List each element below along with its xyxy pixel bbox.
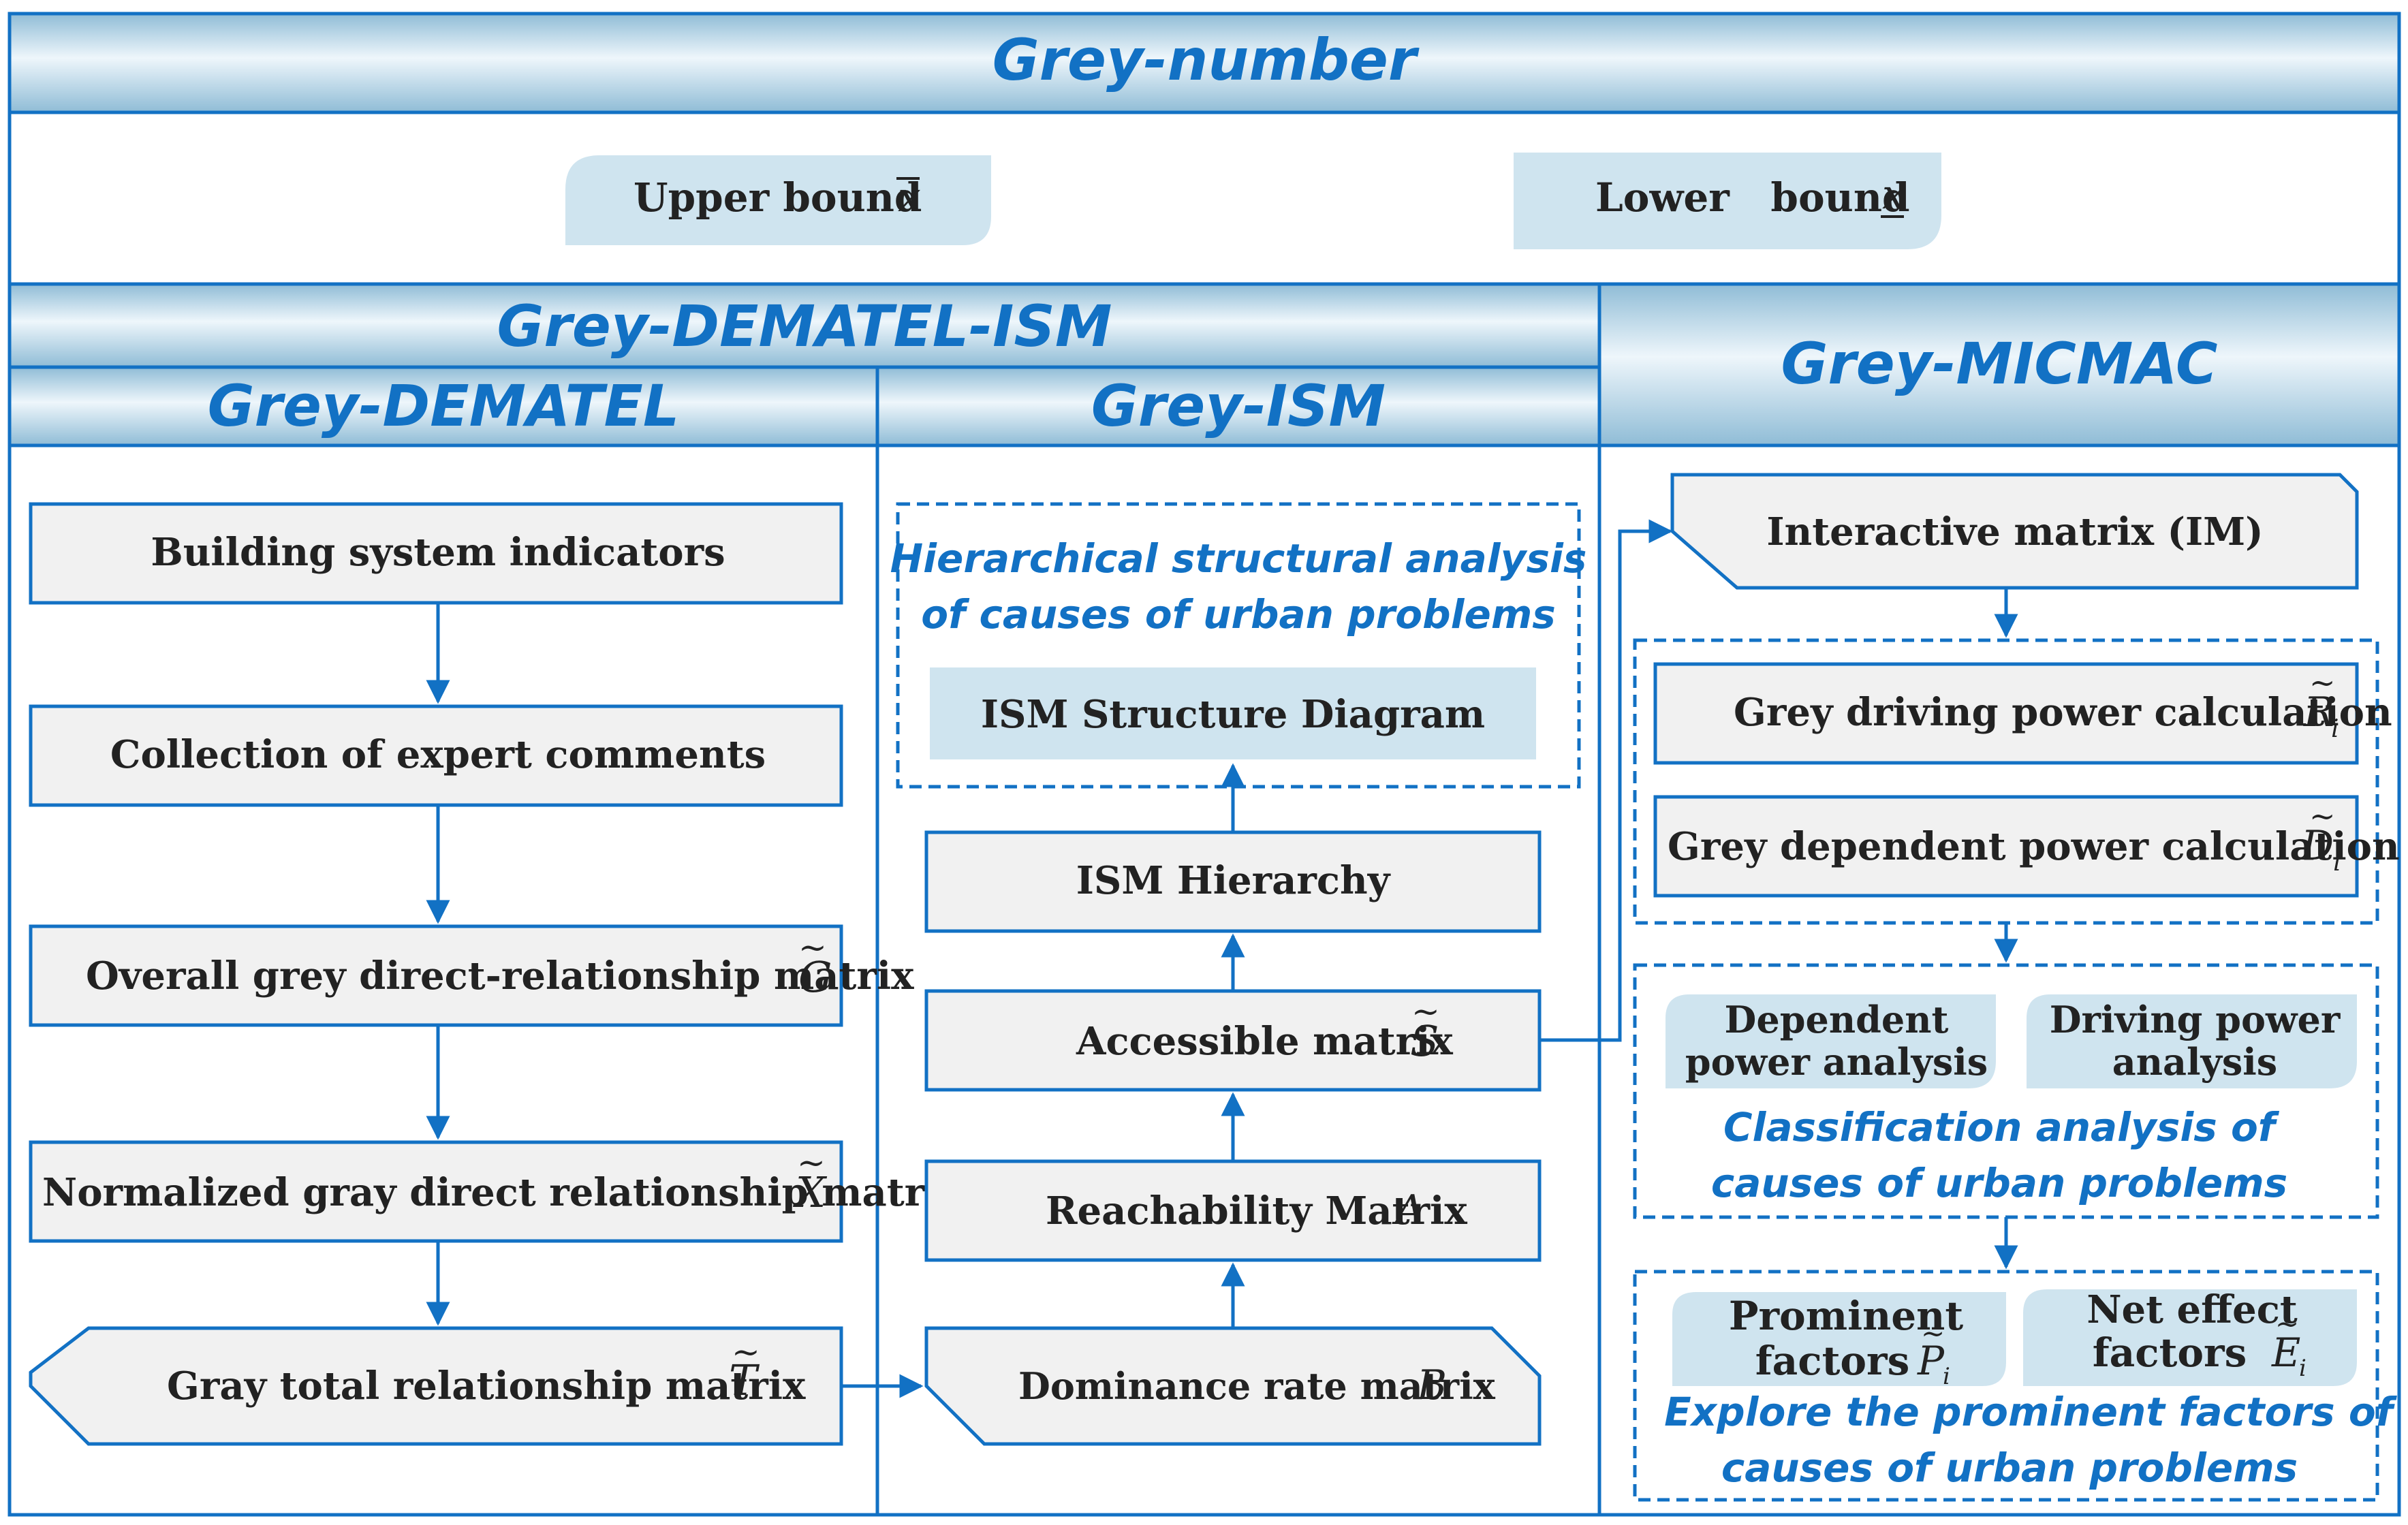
- upper-bound-badge: [565, 155, 991, 245]
- ism-structure-diagram-box: [930, 667, 1536, 759]
- overall-grey-matrix-label: Overall grey direct-relationship matrix: [86, 954, 914, 999]
- dependent-power-calc-sub: i: [2333, 849, 2341, 877]
- net-effect-line1: Net effect: [2086, 1287, 2298, 1332]
- total-relationship-box: [29, 1326, 843, 1446]
- ism-hierarchy-box: [924, 830, 1542, 933]
- overall-grey-matrix-symbol: G: [798, 952, 832, 1002]
- classification-title-line1: Classification analysis of: [1723, 1104, 2280, 1150]
- grey-dematel-ism-title: Grey-DEMATEL-ISM: [497, 293, 1112, 360]
- prominent-factors-line1: Prominent: [1729, 1293, 1963, 1339]
- accessible-matrix-label: Accessible matrix: [1076, 1019, 1453, 1064]
- explore-dashed-group: [1633, 1270, 2379, 1502]
- expert-comments-label: Collection of expert comments: [110, 732, 766, 777]
- normalized-matrix-tilde: ~: [797, 1143, 826, 1182]
- total-relationship-symbol: T: [729, 1355, 760, 1405]
- interactive-matrix-label: Interactive matrix (IM): [1766, 509, 2263, 554]
- prominent-factors-tilde: ~: [1921, 1317, 1945, 1350]
- building-indicators-box: [29, 502, 843, 605]
- dominance-matrix-symbol: B: [1416, 1362, 1447, 1409]
- driving-power-calc-box: [1653, 662, 2359, 765]
- grey-dematel-header-bar: [7, 365, 879, 447]
- dependent-power-calc-symbol: D: [2300, 822, 2334, 870]
- overall-grey-matrix-box: [29, 924, 843, 1027]
- prominent-factors-line2: factors: [1755, 1338, 1910, 1384]
- reachability-matrix-label: Reachability Matrix: [1046, 1189, 1467, 1233]
- prominent-factors-symbol: P: [1917, 1338, 1945, 1384]
- accessible-matrix-box: [924, 989, 1542, 1092]
- driving-power-calc-tilde: ~: [2309, 664, 2336, 701]
- net-effect-sub: i: [2299, 1355, 2307, 1382]
- normalized-matrix-symbol: X: [793, 1167, 828, 1217]
- lower-bound-symbol: x: [1882, 171, 1905, 219]
- driving-analysis-badge: [2027, 994, 2357, 1088]
- net-effect-line2: factors: [2093, 1330, 2247, 1376]
- upper-bound-label: Upper bound: [634, 174, 922, 221]
- grey-number-title: Grey-number: [992, 27, 1420, 93]
- grey-micmac-title: Grey-MICMAC: [1781, 330, 2217, 397]
- net-effect-badge: [2023, 1289, 2357, 1386]
- normalized-matrix-label: Normalized gray direct relationship matr…: [42, 1170, 962, 1215]
- net-effect-symbol: E: [2271, 1330, 2300, 1376]
- driving-power-calc-label: Grey driving power calculation: [1734, 690, 2392, 735]
- grey-dematel-title: Grey-DEMATEL: [208, 373, 680, 439]
- driving-power-calc-sub: i: [2331, 715, 2339, 743]
- driving-analysis-line2: analysis: [2112, 1040, 2277, 1084]
- dependent-analysis-line1: Dependent: [1725, 998, 1949, 1041]
- explore-title-line1: Explore the prominent factors of: [1664, 1389, 2398, 1435]
- lower-bound-label: Lower bound: [1595, 174, 1910, 221]
- explore-title-line2: causes of urban problems: [1721, 1445, 2298, 1491]
- total-relationship-tilde: ~: [732, 1332, 760, 1372]
- lower-bound-badge: [1514, 153, 1941, 249]
- arrow-accessible-to-interactive: [1539, 519, 1673, 1042]
- driving-power-calc-symbol: R: [2303, 689, 2334, 736]
- prominent-factors-badge: [1672, 1292, 2006, 1386]
- grey-number-header-bar: [7, 12, 2401, 114]
- expert-comments-box: [29, 704, 843, 807]
- grey-ism-header-bar: [875, 365, 1601, 447]
- ism-dashed-title-line2: of causes of urban problems: [921, 591, 1556, 638]
- prominent-factors-sub: i: [1943, 1363, 1950, 1390]
- dependent-power-calc-label: Grey dependent power calculation: [1668, 824, 2400, 869]
- upper-bound-symbol: x: [898, 174, 921, 221]
- dominance-matrix-box: [924, 1326, 1542, 1446]
- dependent-power-calc-tilde: ~: [2309, 798, 2336, 834]
- ism-structure-diagram-label: ISM Structure Diagram: [981, 692, 1485, 737]
- ism-dashed-title-line1: Hierarchical structural analysis: [890, 535, 1587, 582]
- classification-title-line2: causes of urban problems: [1711, 1160, 2287, 1206]
- grey-micmac-header-bar: [1597, 282, 2401, 447]
- driving-analysis-line1: Driving power: [2050, 998, 2341, 1041]
- accessible-matrix-symbol: S: [1410, 1016, 1439, 1066]
- net-effect-tilde: ~: [2275, 1307, 2299, 1340]
- dependent-analysis-line2: power analysis: [1685, 1040, 1988, 1084]
- normalized-matrix-box: [29, 1140, 843, 1243]
- dependent-power-calc-box: [1653, 795, 2359, 898]
- accessible-matrix-tilde: ~: [1411, 992, 1440, 1031]
- dominance-matrix-label: Dominance rate matrix: [1018, 1364, 1496, 1408]
- building-indicators-label: Building system indicators: [151, 530, 725, 575]
- ism-hierarchy-label: ISM Hierarchy: [1076, 858, 1391, 903]
- interactive-matrix-box: [1670, 473, 2359, 590]
- total-relationship-label: Gray total relationship matrix: [167, 1364, 806, 1409]
- reachability-matrix-symbol: A: [1392, 1186, 1424, 1234]
- dependent-analysis-badge: [1666, 994, 1996, 1088]
- overall-grey-matrix-tilde: ~: [798, 928, 827, 967]
- grey-dematel-ism-header-bar: [7, 282, 1601, 369]
- grey-ism-title: Grey-ISM: [1091, 373, 1386, 439]
